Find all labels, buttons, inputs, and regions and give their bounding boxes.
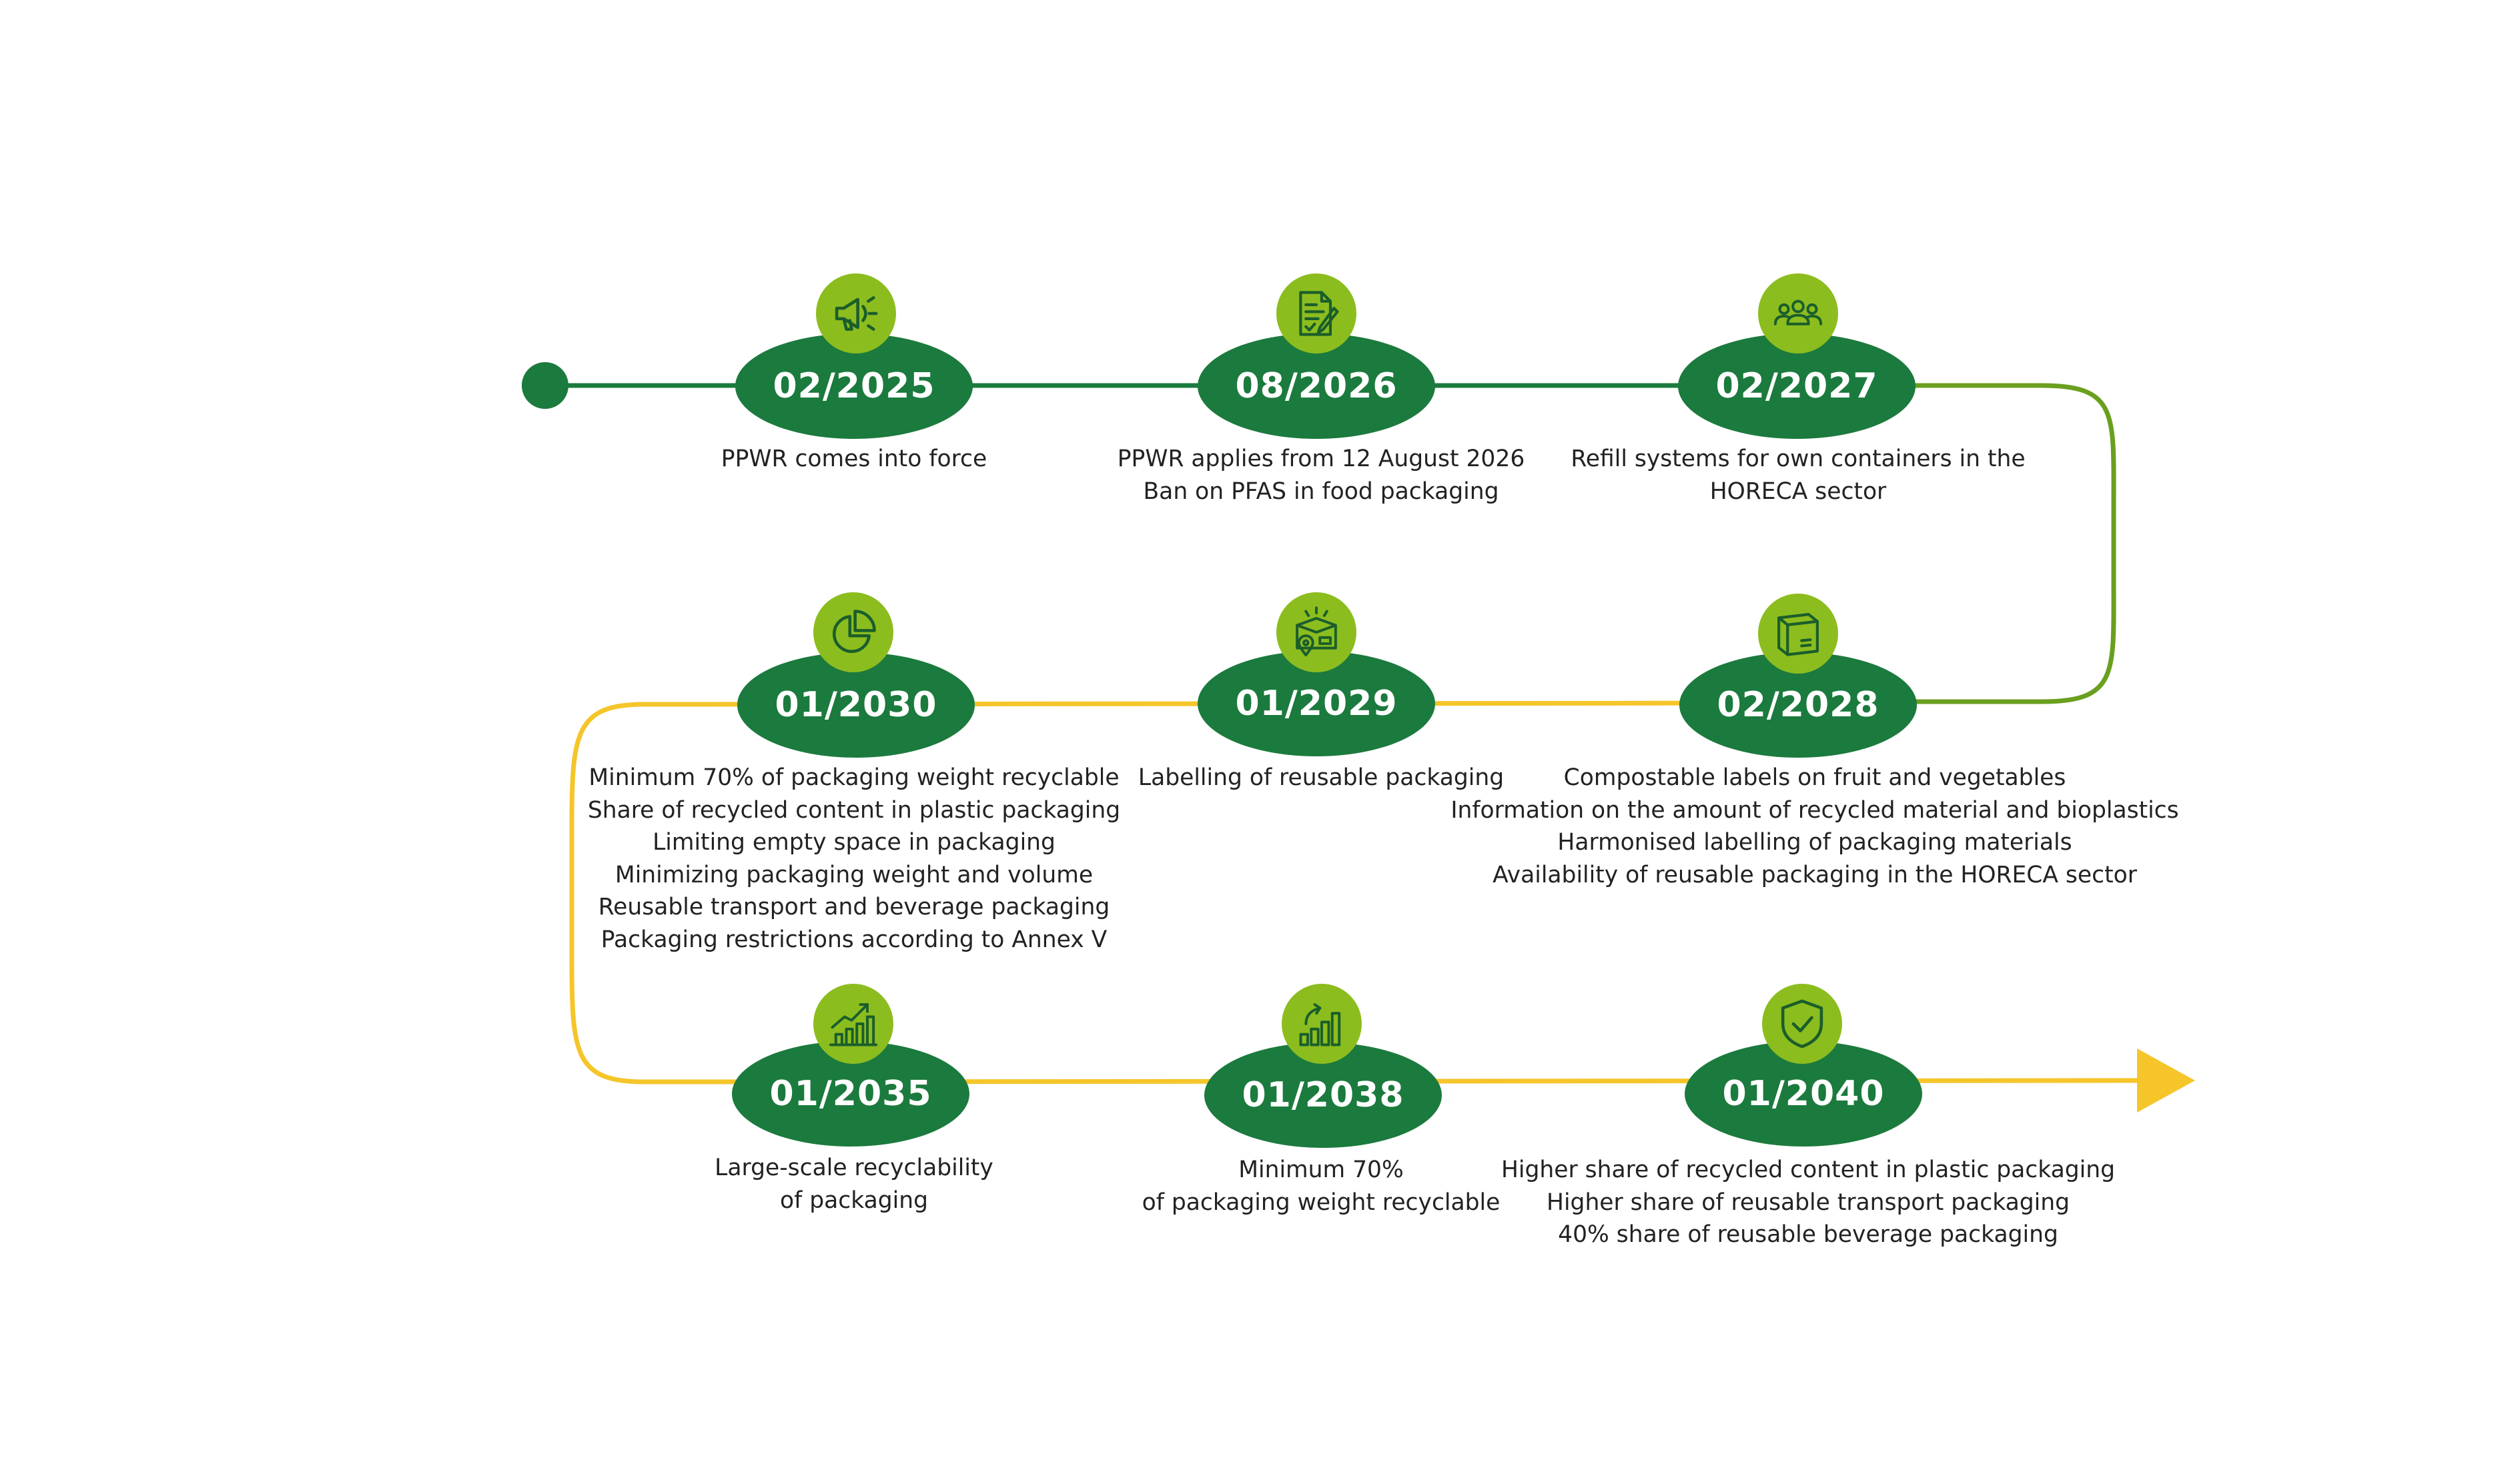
date-badge: 08/2026	[1198, 333, 1435, 439]
description-line: Share of recycled content in plastic pac…	[587, 796, 1121, 824]
milestone-description: Higher share of recycled content in plas…	[1441, 1154, 2175, 1251]
description-line: Harmonised labelling of packaging materi…	[1557, 829, 2072, 856]
milestone-description: Compostable labels on fruit and vegetabl…	[1448, 762, 2182, 891]
description-line: Minimum 70%	[1238, 1157, 1404, 1183]
description-line: Availability of reusable packaging in th…	[1493, 861, 2137, 888]
description-line: Compostable labels on fruit and vegetabl…	[1563, 764, 2066, 791]
description-line: Higher share of recycled content in plas…	[1501, 1157, 2116, 1183]
description-line: Reusable transport and beverage packagin…	[598, 894, 1110, 920]
pie-chart-icon	[813, 592, 893, 672]
description-line: PPWR comes into force	[721, 446, 987, 472]
timeline-start-dot	[522, 362, 568, 409]
timeline-end-arrow	[2137, 1048, 2195, 1113]
date-badge: 01/2035	[732, 1041, 969, 1147]
package-location-icon	[1276, 592, 1356, 672]
timeline-curve-left	[569, 702, 754, 1084]
description-line: of packaging weight recyclable	[1142, 1189, 1501, 1216]
description-line: Large-scale recyclability	[715, 1155, 993, 1181]
description-line: 40% share of reusable beverage packaging	[1558, 1221, 2058, 1248]
description-line: HORECA sector	[1709, 478, 1887, 505]
growth-chart-icon	[813, 984, 893, 1064]
milestone-description: PPWR applies from 12 August 2026 Ban on …	[1081, 443, 1561, 508]
megaphone-icon	[816, 273, 896, 353]
milestone-description: Minimum 70% of packaging weight recyclab…	[587, 762, 1121, 956]
shield-check-icon	[1762, 984, 1842, 1064]
date-badge: 01/2040	[1685, 1041, 1922, 1147]
milestone-description: Minimum 70% of packaging weight recyclab…	[1081, 1154, 1561, 1219]
description-line: PPWR applies from 12 August 2026	[1117, 446, 1525, 472]
description-line: Ban on PFAS in food packaging	[1143, 478, 1499, 505]
date-badge: 02/2027	[1678, 333, 1916, 439]
milestone-description: PPWR comes into force	[687, 443, 1021, 476]
bar-chart-arrow-icon	[1282, 984, 1362, 1064]
timeline-curve-right	[1795, 383, 2116, 704]
box-label-icon	[1758, 594, 1838, 674]
milestone-description: Large-scale recyclability of packaging	[687, 1152, 1021, 1217]
milestone-description: Refill systems for own containers in the…	[1555, 443, 2042, 508]
description-line: Labelling of reusable packaging	[1138, 764, 1505, 791]
description-line: Higher share of reusable transport packa…	[1547, 1189, 2070, 1216]
milestone-description: Labelling of reusable packaging	[1081, 762, 1561, 794]
description-line: Minimizing packaging weight and volume	[614, 861, 1094, 888]
description-line: Minimum 70% of packaging weight recyclab…	[588, 764, 1120, 791]
description-line: of packaging	[780, 1187, 928, 1214]
description-line: Refill systems for own containers in the	[1571, 446, 2026, 472]
description-line: Information on the amount of recycled ma…	[1450, 796, 2179, 824]
people-group-icon	[1758, 273, 1838, 353]
document-checklist-icon	[1276, 273, 1356, 353]
description-line: Packaging restrictions according to Anne…	[600, 926, 1108, 953]
description-line: Limiting empty space in packaging	[653, 829, 1056, 856]
